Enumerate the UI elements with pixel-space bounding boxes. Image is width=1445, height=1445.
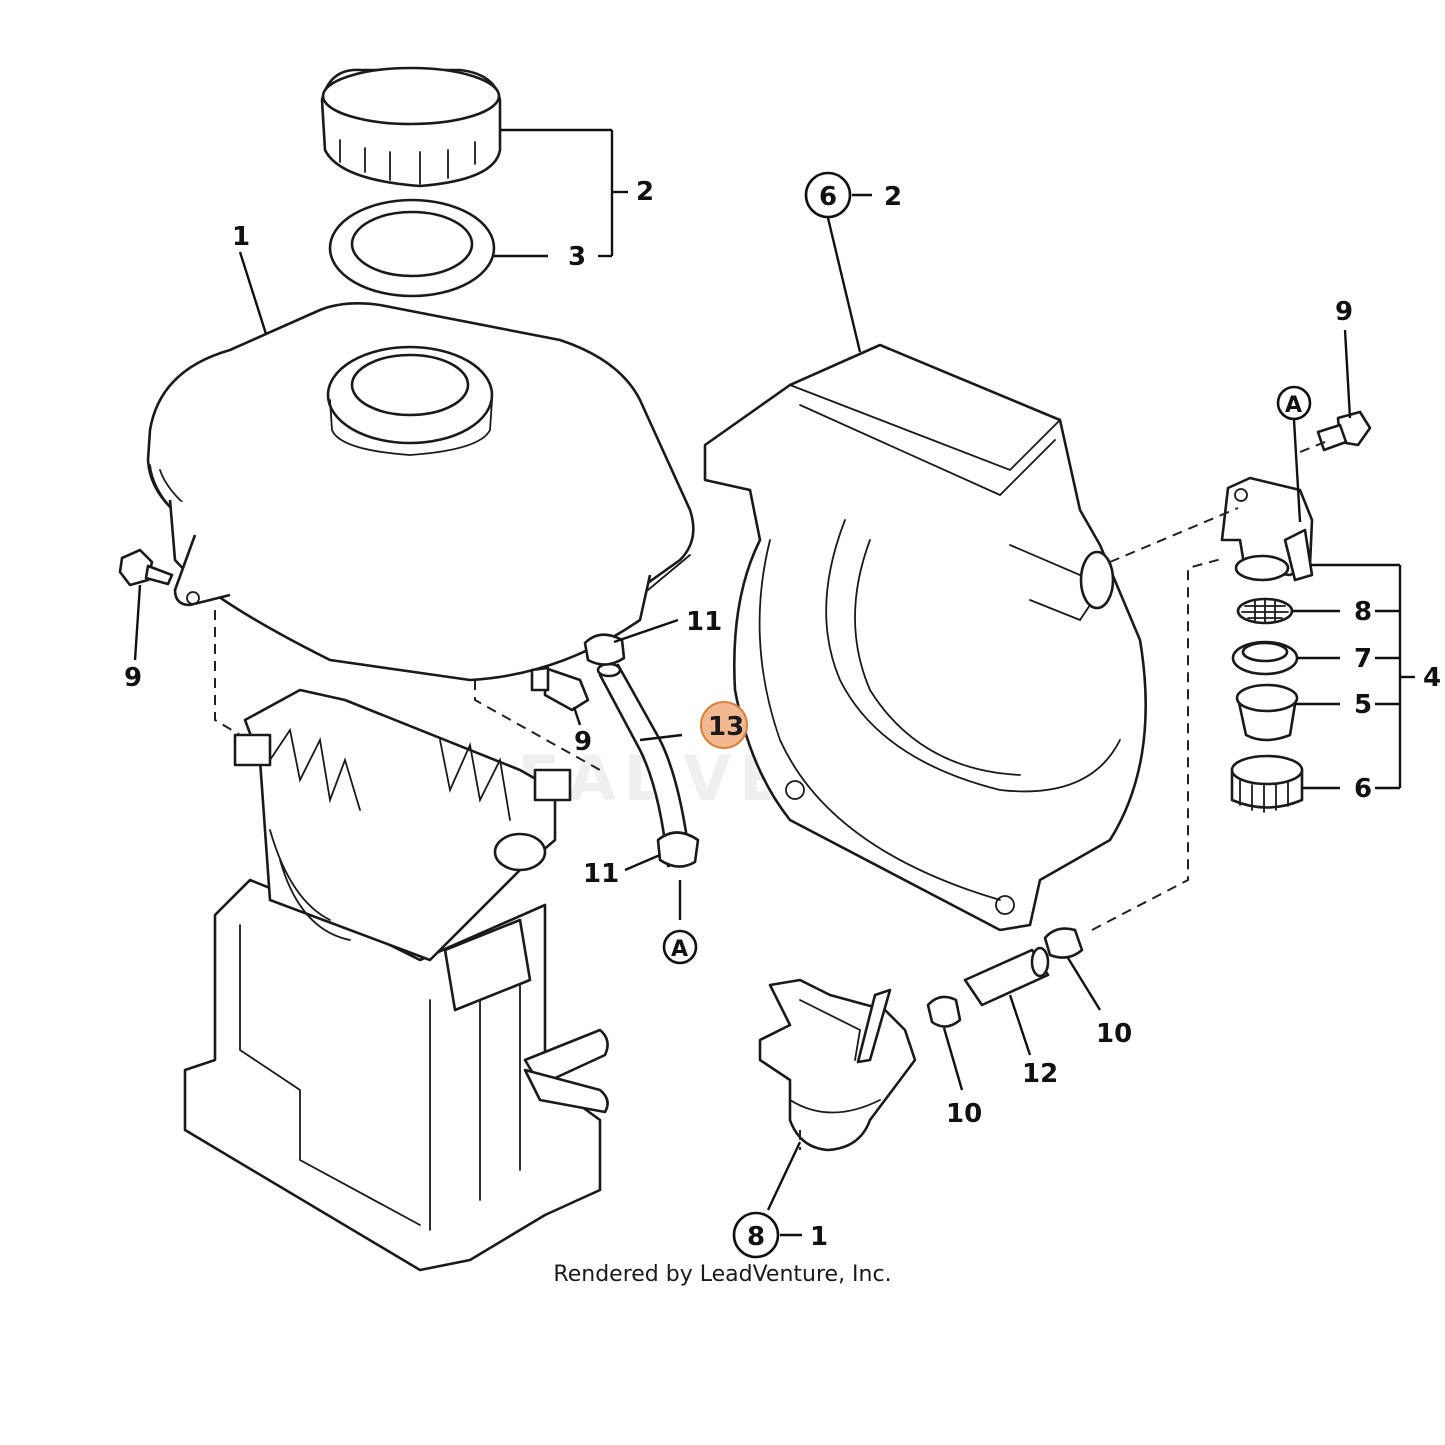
hose-clamp-lower[interactable] bbox=[656, 831, 700, 868]
callout-screen: 8 bbox=[1354, 597, 1372, 627]
routing-line-valve bbox=[1091, 557, 1226, 931]
callout-gasket-7: 7 bbox=[1354, 644, 1372, 674]
valve-bolt[interactable] bbox=[1316, 410, 1372, 452]
fuel-shutoff-valve[interactable] bbox=[1220, 476, 1314, 582]
callout-shroud-ref: 6 bbox=[819, 182, 837, 212]
callout-clamp-10-right: 10 bbox=[1096, 1019, 1132, 1049]
callout-circle-shroud bbox=[804, 171, 852, 219]
callout-clamp-upper: 11 bbox=[686, 607, 722, 637]
callout-highlight-fuel-line bbox=[700, 701, 748, 749]
routing-line-shroud bbox=[1109, 439, 1331, 563]
callout-circle-carb bbox=[732, 1211, 780, 1259]
callout-bolt-tank-mid: 9 bbox=[574, 727, 592, 757]
bowl-retaining-nut[interactable] bbox=[1230, 754, 1304, 813]
callout-bolt-valve: 9 bbox=[1335, 297, 1353, 327]
fuel-tank[interactable] bbox=[146, 302, 695, 682]
callout-nut-6: 6 bbox=[1354, 774, 1372, 804]
callout-tank: 1 bbox=[232, 222, 250, 252]
callout-cap-gasket: 3 bbox=[568, 242, 586, 272]
hose-clamp-upper[interactable] bbox=[583, 633, 626, 666]
callout-bolt-tank-left: 9 bbox=[124, 663, 142, 693]
fuel-strainer-screen[interactable] bbox=[1236, 597, 1294, 625]
callout-clamp-10-left: 10 bbox=[946, 1099, 982, 1129]
callout-shroud-num: 2 bbox=[884, 182, 902, 212]
ref-circle-a-upper bbox=[1276, 385, 1312, 421]
callout-valve-group: 4 bbox=[1423, 663, 1441, 693]
carb-hose[interactable] bbox=[963, 946, 1050, 1007]
callout-carb-ref: 8 bbox=[747, 1222, 765, 1252]
callout-bowl-5: 5 bbox=[1354, 690, 1372, 720]
engine-block[interactable] bbox=[183, 610, 609, 1272]
leader-lines bbox=[133, 128, 1415, 1237]
carburetor[interactable] bbox=[758, 978, 917, 1152]
hose-clamp-right[interactable] bbox=[1043, 927, 1084, 959]
callout-cap-group: 2 bbox=[636, 177, 654, 207]
ref-a-lower: A bbox=[671, 937, 688, 962]
cap-gasket[interactable] bbox=[328, 198, 496, 298]
tank-bolt-left[interactable] bbox=[118, 548, 174, 587]
render-credit: Rendered by LeadVenture, Inc. bbox=[553, 1262, 892, 1287]
fuel-cap[interactable] bbox=[320, 66, 502, 188]
callout-clamp-lower: 11 bbox=[583, 859, 619, 889]
callout-fuel-line: 13 bbox=[708, 712, 744, 742]
ref-circle-a-lower bbox=[662, 929, 698, 965]
tank-bolt-mid[interactable] bbox=[530, 666, 590, 712]
sediment-bowl[interactable] bbox=[1235, 683, 1299, 742]
carb-clamp[interactable] bbox=[926, 995, 962, 1028]
ref-a-upper: A bbox=[1285, 393, 1302, 418]
blower-shroud[interactable] bbox=[703, 343, 1147, 932]
valve-gasket[interactable] bbox=[1231, 640, 1299, 676]
callout-hose-12: 12 bbox=[1022, 1059, 1058, 1089]
callout-carb-num: 1 bbox=[810, 1222, 828, 1252]
